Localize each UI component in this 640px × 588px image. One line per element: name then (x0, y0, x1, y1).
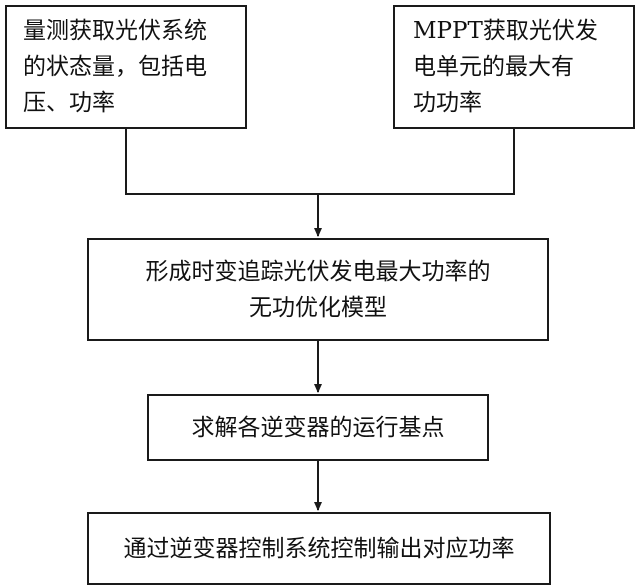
optimization-model-line-1: 形成时变追踪光伏发电最大功率的 (145, 258, 491, 285)
inverter-control-line-1: 通过逆变器控制系统控制输出对应功率 (123, 535, 515, 562)
mppt-max-power-line-1: MPPT获取光伏发 (413, 18, 598, 44)
solve-operating-point-line-1: 求解各逆变器的运行基点 (191, 414, 445, 441)
optimization-model-text: 形成时变追踪光伏发电最大功率的 无功优化模型 (146, 254, 491, 326)
measure-state-box: 量测获取光伏系统 的状态量，包括电 压、功率 (5, 5, 247, 129)
optimization-model-line-2: 无功优化模型 (249, 294, 387, 321)
measure-state-line-1: 量测获取光伏系统 (23, 18, 207, 44)
inverter-control-text: 通过逆变器控制系统控制输出对应功率 (124, 531, 515, 567)
mppt-max-power-box: MPPT获取光伏发 电单元的最大有 功功率 (393, 5, 635, 129)
inverter-control-box: 通过逆变器控制系统控制输出对应功率 (87, 512, 551, 585)
optimization-model-box: 形成时变追踪光伏发电最大功率的 无功优化模型 (87, 238, 549, 341)
mppt-max-power-line-3: 功功率 (413, 90, 482, 116)
measure-state-text: 量测获取光伏系统 的状态量，包括电 压、功率 (23, 13, 207, 121)
measure-state-line-3: 压、功率 (23, 90, 115, 116)
solve-operating-point-text: 求解各逆变器的运行基点 (192, 410, 445, 446)
mppt-max-power-text: MPPT获取光伏发 电单元的最大有 功功率 (413, 13, 598, 121)
solve-operating-point-box: 求解各逆变器的运行基点 (147, 394, 489, 461)
measure-state-line-2: 的状态量，包括电 (23, 54, 207, 80)
mppt-max-power-line-2: 电单元的最大有 (413, 54, 574, 80)
